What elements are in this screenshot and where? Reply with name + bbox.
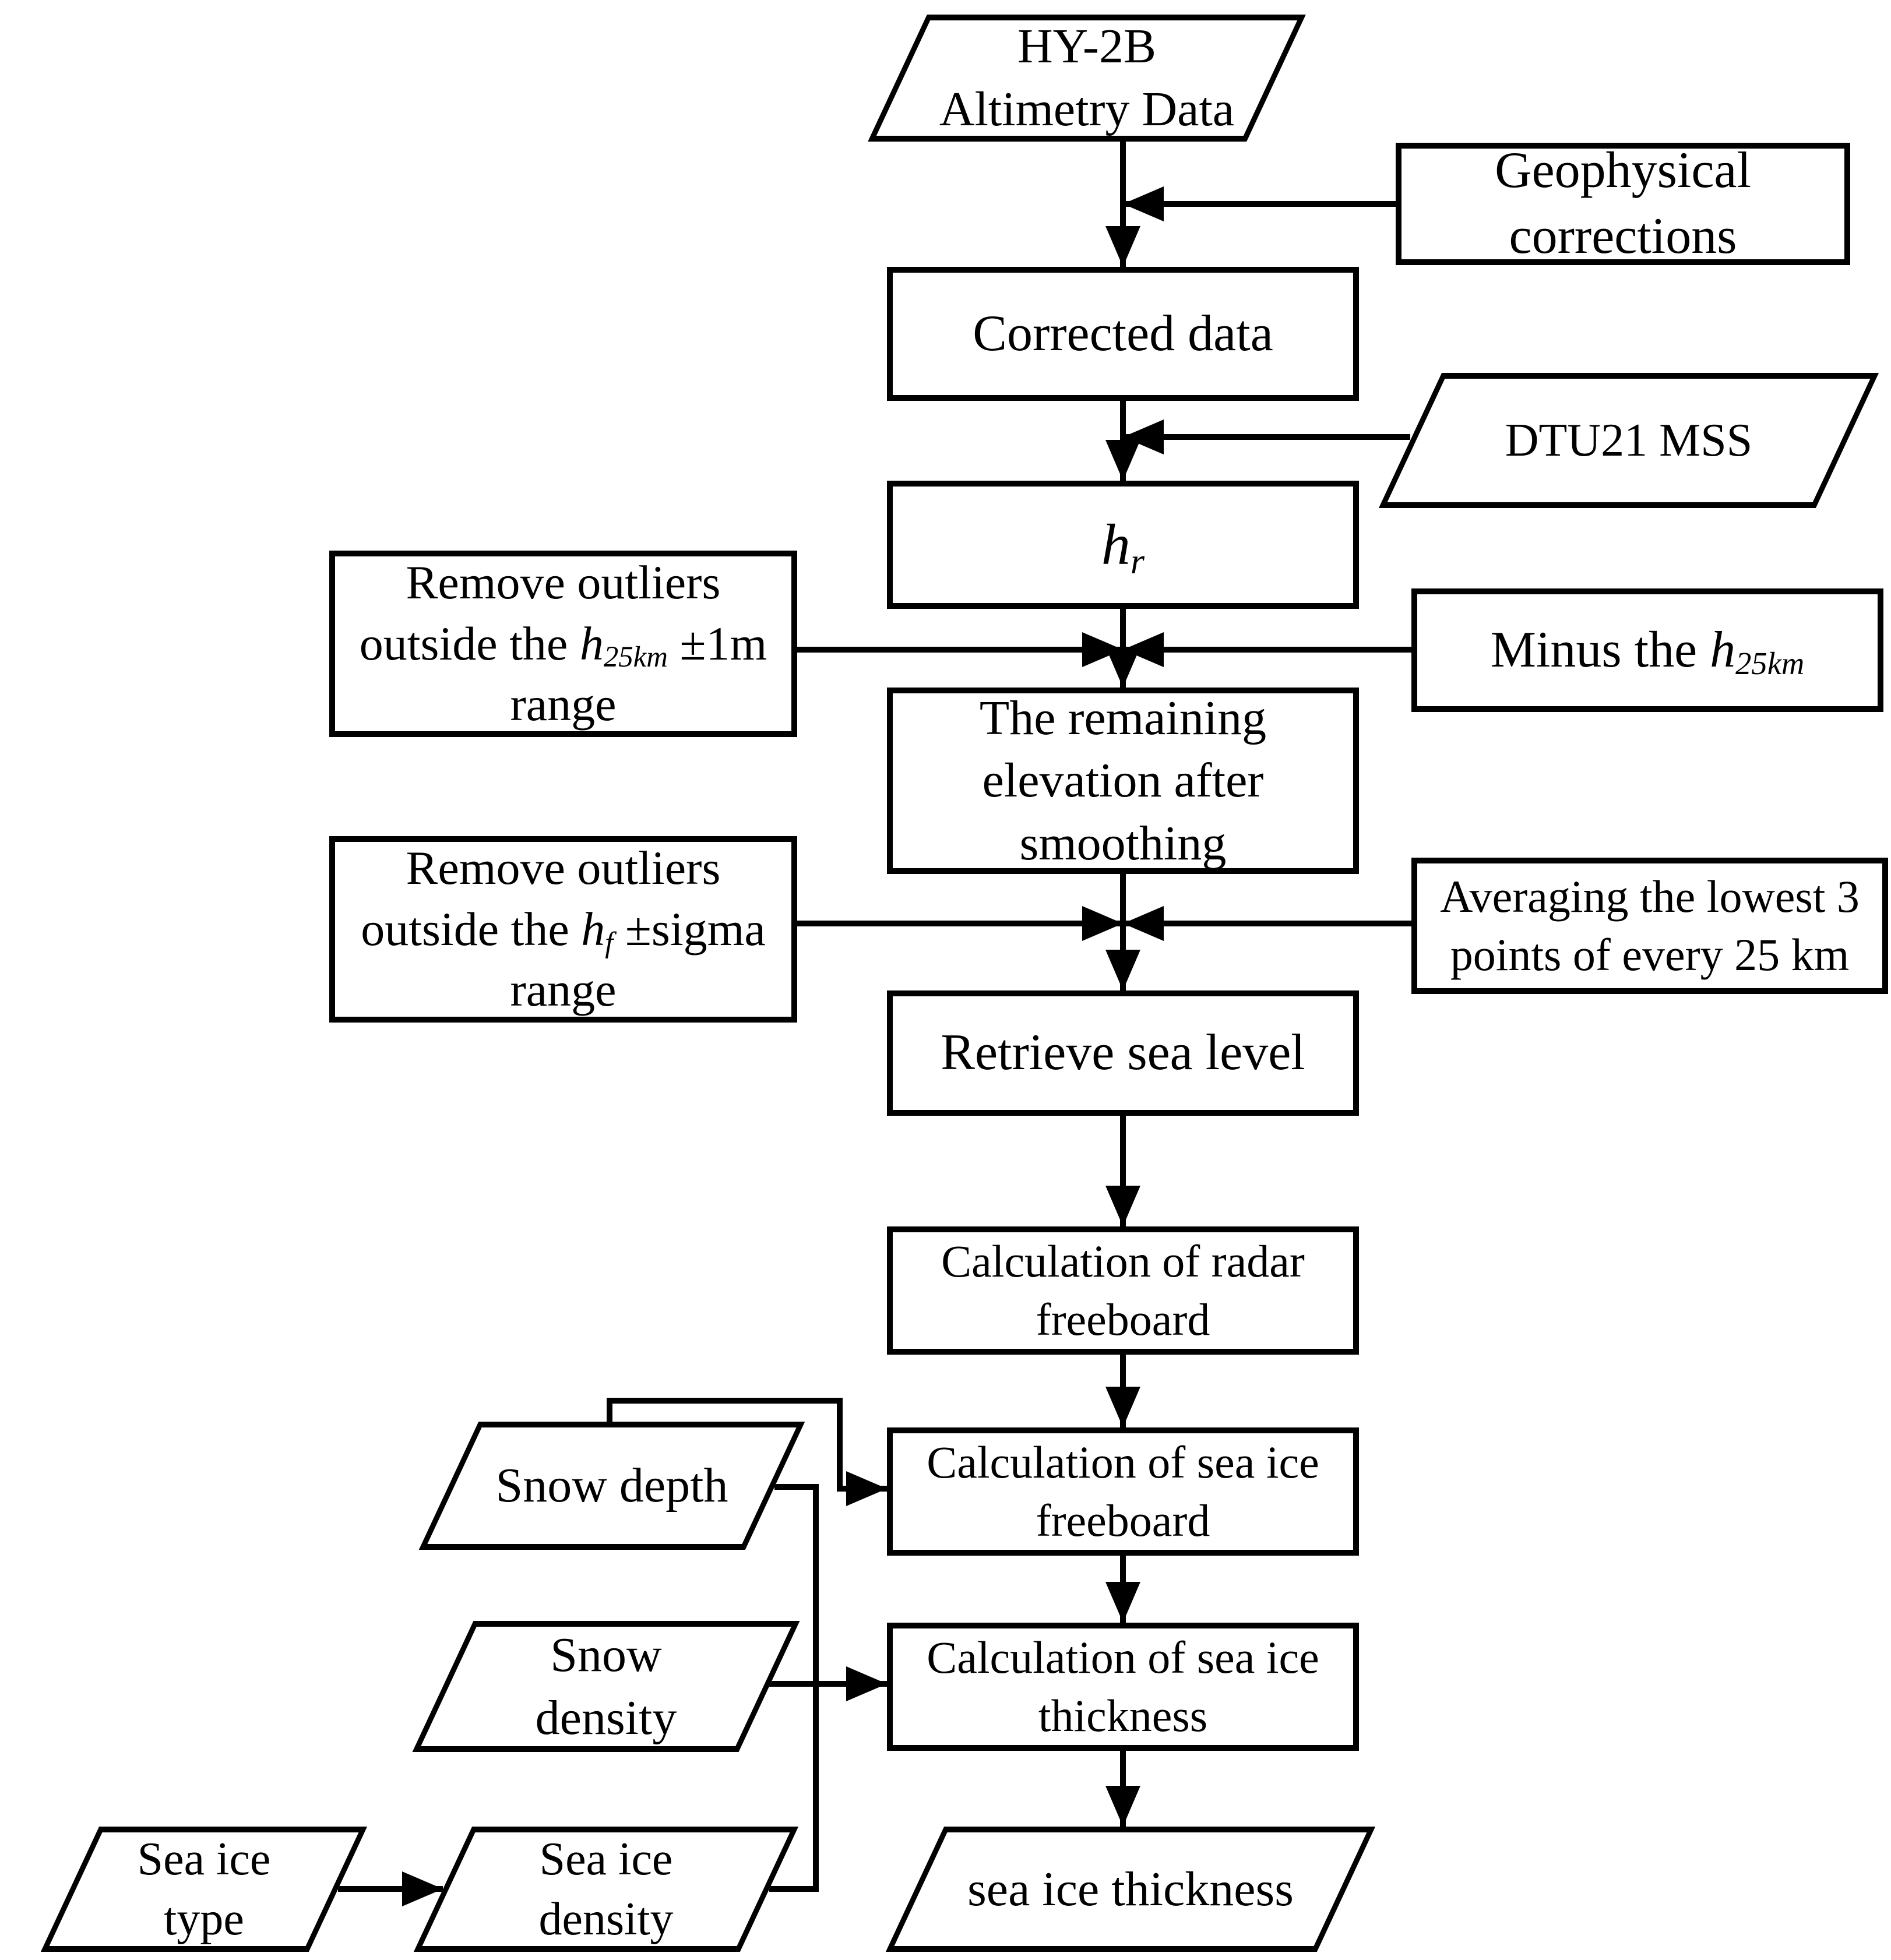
rect-shape bbox=[1411, 858, 1888, 994]
flow-node-minus-h25km: Minus the h25km bbox=[1411, 588, 1883, 712]
rect-shape bbox=[1411, 588, 1883, 712]
arrowhead-minus-to-junction1 bbox=[1123, 632, 1164, 667]
flow-node-label: Snow depth bbox=[495, 1458, 728, 1513]
arrowhead-hr-to-remaining bbox=[1105, 647, 1140, 688]
rect-shape bbox=[887, 1427, 1359, 1556]
rect-shape bbox=[329, 551, 797, 737]
flow-node-sea-ice-thickness-output: sea ice thickness bbox=[885, 1827, 1376, 1952]
arrowhead-dtu21-to-mainline bbox=[1123, 420, 1164, 454]
flow-node-corrected-data: Corrected data bbox=[887, 267, 1359, 401]
arrowhead-remove1-to-junction1 bbox=[1082, 632, 1123, 667]
rect-shape bbox=[887, 688, 1359, 874]
arrowhead-averaging-to-junction2 bbox=[1123, 906, 1164, 941]
flow-node-label: DTU21 MSS bbox=[1505, 414, 1753, 466]
rect-shape bbox=[1396, 143, 1850, 265]
arrowhead-remove2-to-junction2 bbox=[1082, 906, 1123, 941]
rect-shape bbox=[887, 990, 1359, 1116]
arrowhead-remaining-to-retrieve bbox=[1105, 950, 1140, 990]
flow-node-hr-elevation: hr bbox=[887, 481, 1359, 609]
arrowhead-snowdepth-to-freeboard bbox=[846, 1471, 887, 1506]
flow-node-snow-depth: Snow depth bbox=[418, 1422, 805, 1550]
rect-shape bbox=[887, 1623, 1359, 1751]
flow-node-label: sea ice thickness bbox=[967, 1862, 1294, 1916]
arrowhead-corrected-to-hr bbox=[1105, 440, 1140, 481]
arrowhead-freeboard-to-thickness bbox=[1105, 1582, 1140, 1623]
flow-node-label: Retrieve sea level bbox=[941, 1024, 1305, 1081]
flow-node-label: Minus the h25km bbox=[1490, 621, 1805, 682]
rect-shape bbox=[887, 267, 1359, 401]
arrowhead-retrieve-to-radar bbox=[1105, 1186, 1140, 1226]
flow-node-retrieve-sea-level: Retrieve sea level bbox=[887, 990, 1359, 1116]
rect-shape bbox=[887, 481, 1359, 609]
rect-shape bbox=[329, 836, 797, 1023]
edge-snowdepth-rail-to-density-junction bbox=[769, 1484, 819, 1892]
arrowhead-seaicetype-to-seaicedensity bbox=[402, 1871, 443, 1906]
arrowhead-radar-to-freeboard bbox=[1105, 1387, 1140, 1427]
flow-node-label: Corrected data bbox=[973, 305, 1273, 362]
arrowhead-snowdensity-to-thickness bbox=[846, 1666, 887, 1701]
arrowhead-thickness-to-output bbox=[1105, 1786, 1140, 1827]
rect-shape bbox=[887, 1226, 1359, 1355]
flow-node-label: hr bbox=[1101, 512, 1145, 581]
arrowhead-geophysical-to-mainline bbox=[1123, 186, 1164, 221]
arrowhead-hy2b-to-corrected bbox=[1105, 226, 1140, 267]
flow-node-dtu21-mss: DTU21 MSS bbox=[1378, 373, 1879, 508]
